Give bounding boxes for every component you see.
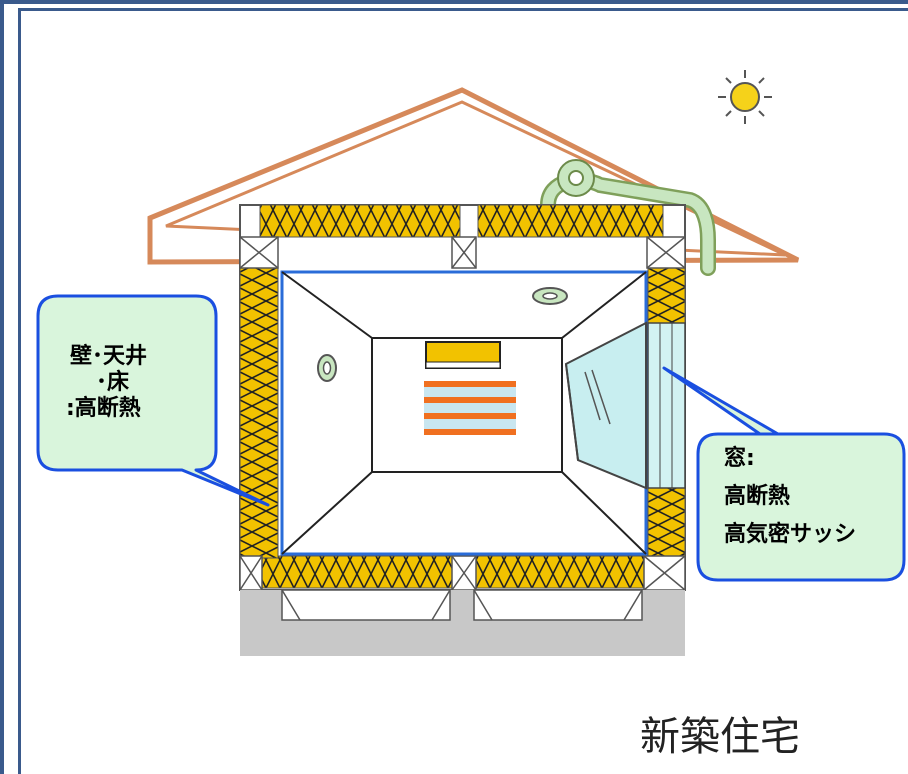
left-wall-insulation xyxy=(239,267,279,559)
right-bubble-line1: 窓: xyxy=(724,446,755,471)
right-callout-bubble xyxy=(662,366,906,582)
right-wall-insulation xyxy=(647,487,686,557)
left-callout-bubble xyxy=(36,294,270,507)
ceiling-insulation xyxy=(259,204,461,238)
right-wall-insulation xyxy=(647,267,686,324)
right-bubble-line2: 高断熱 xyxy=(724,484,791,509)
left-bubble-line3: :高断熱 xyxy=(66,396,141,421)
sun-icon xyxy=(718,70,772,124)
window-sash xyxy=(564,321,686,490)
structural-posts xyxy=(239,236,686,591)
ceiling-insulation xyxy=(477,204,664,238)
floor-insulation xyxy=(475,555,645,589)
left-bubble-line1: 壁･天井 xyxy=(70,344,148,369)
frame-top-line xyxy=(18,8,908,11)
wall-light-icon xyxy=(317,354,337,382)
heater-icon xyxy=(424,341,516,435)
foundation xyxy=(240,589,685,656)
frame-left-line xyxy=(18,8,21,774)
floor-insulation xyxy=(261,555,453,589)
right-bubble-line3: 高気密サッシ xyxy=(724,522,857,547)
caption-new-house: 新築住宅 xyxy=(640,714,800,760)
ceiling-light-icon xyxy=(532,287,568,305)
ventilation-pipe xyxy=(540,159,716,276)
left-bubble-line2: ･床 xyxy=(96,370,130,395)
